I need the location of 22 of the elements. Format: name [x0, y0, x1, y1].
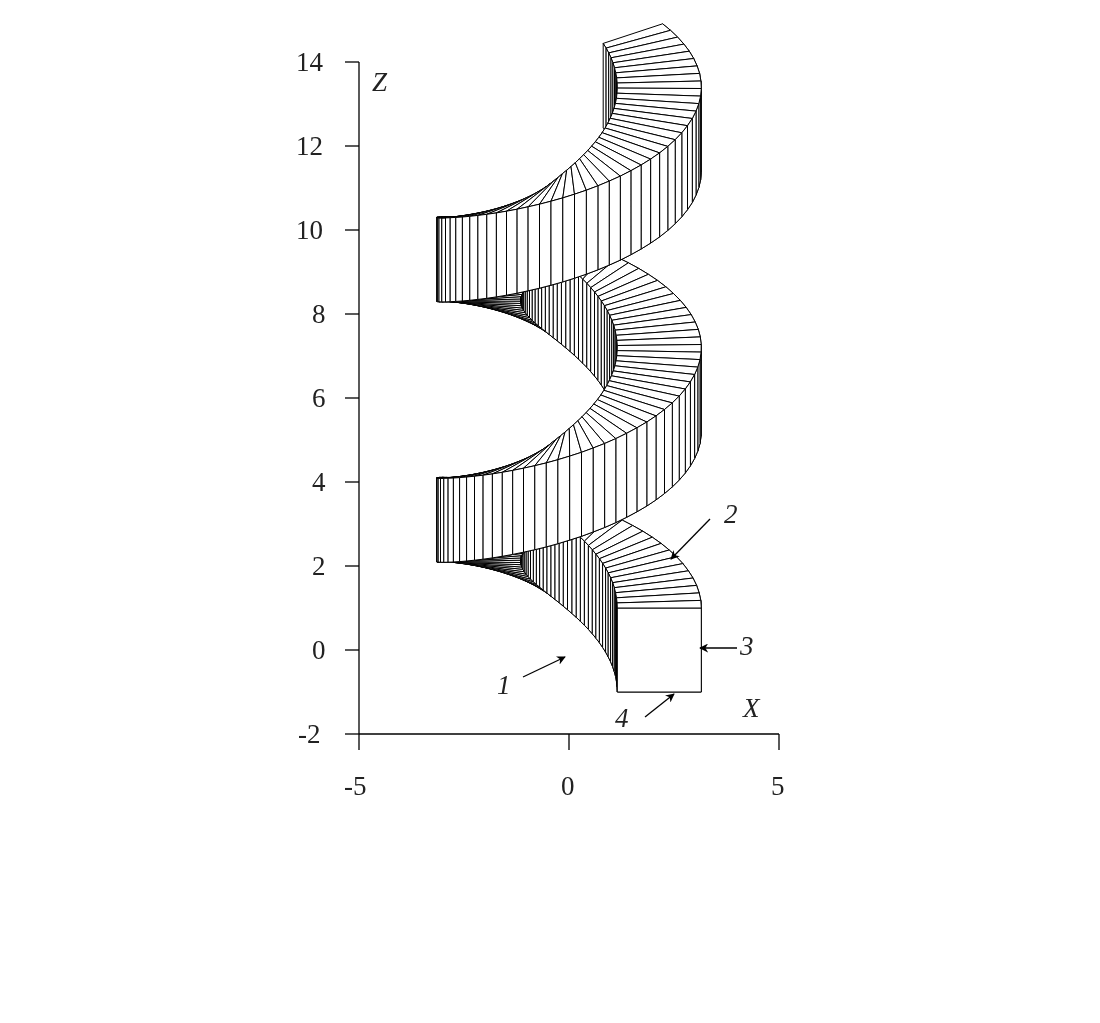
tick-label: 0 [312, 635, 326, 665]
tick-label: 4 [312, 467, 326, 497]
tick-label: 6 [312, 383, 326, 413]
tick-label: 0 [561, 771, 575, 801]
callout-number: 3 [740, 631, 754, 661]
tick-label: 10 [296, 215, 323, 245]
tick-label: 14 [296, 47, 323, 77]
tick-label: 8 [312, 299, 326, 329]
tick-label: 12 [296, 131, 323, 161]
tick-label: -5 [344, 771, 367, 801]
tick-label: 5 [771, 771, 785, 801]
axis-label: X [743, 693, 760, 723]
leader-arrow [699, 643, 738, 653]
tick-label: -2 [298, 719, 321, 749]
tick-label: 2 [312, 551, 326, 581]
leader-arrow [522, 656, 566, 678]
callout-number: 4 [615, 703, 629, 733]
callout-number: 2 [724, 499, 738, 529]
leader-arrow [670, 518, 711, 560]
axis-label: Z [372, 67, 388, 97]
callout-number: 1 [497, 670, 511, 700]
leader-arrow [644, 693, 675, 718]
